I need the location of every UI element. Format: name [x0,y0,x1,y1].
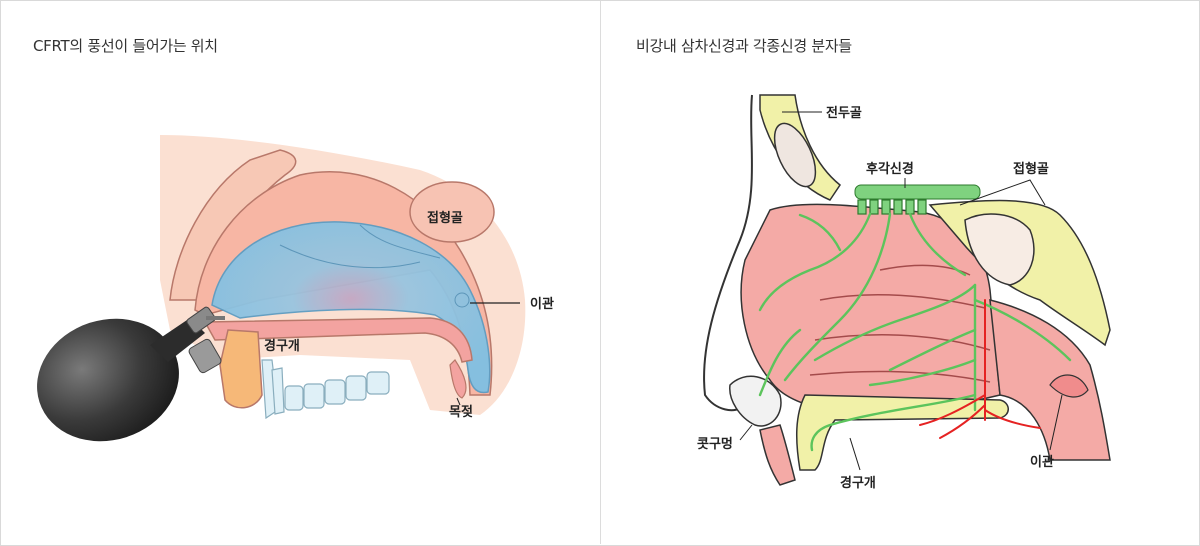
olfactory-bulb [854,184,981,200]
right-label-palate: 경구개 [840,475,876,491]
left-label-uvula: 목젖 [449,405,473,420]
palate-pointer [849,437,861,471]
right-label-olfactory: 후각신경 [866,161,914,177]
arteries [919,299,1041,439]
right-panel-title: 비강내 삼차신경과 각종신경 분자들 [636,37,852,55]
left-label-sphenoid: 접형골 [427,210,463,226]
sphenoid-pointer [959,179,1046,206]
right-label-eustachian: 이관 [1030,454,1054,470]
uvula-pointer [456,397,461,406]
pump-bulb [37,306,225,442]
cfrt-balloon [211,221,491,394]
nasal-mucosa [740,203,1001,411]
nasopharynx [989,299,1111,461]
palate-bone [795,394,1009,471]
left-anatomy-illustration [37,135,526,442]
right-label-nostril: 콧구멍 [697,436,733,452]
nose-outline [703,94,753,412]
teeth [261,359,390,420]
sphenoid-bone [409,181,495,243]
eustachian-pointer-right [1049,394,1063,451]
right-anatomy-illustration [703,94,1111,486]
left-label-eustachian: 이관 [530,296,554,312]
trigeminal-nerves [758,212,1072,452]
left-panel-title: CFRT의 풍선이 들어가는 위치 [33,37,218,55]
right-label-frontal: 전두골 [826,105,862,121]
right-label-sphenoid: 접형골 [1013,161,1049,177]
nostril [729,375,782,427]
olfactory-filaments [857,199,927,215]
nostril-pointer [739,424,753,441]
panel-divider [600,1,601,544]
left-label-palate: 경구개 [264,338,300,354]
hard-palate [203,317,473,363]
maxilla-front [219,329,263,409]
uvula [449,359,467,399]
